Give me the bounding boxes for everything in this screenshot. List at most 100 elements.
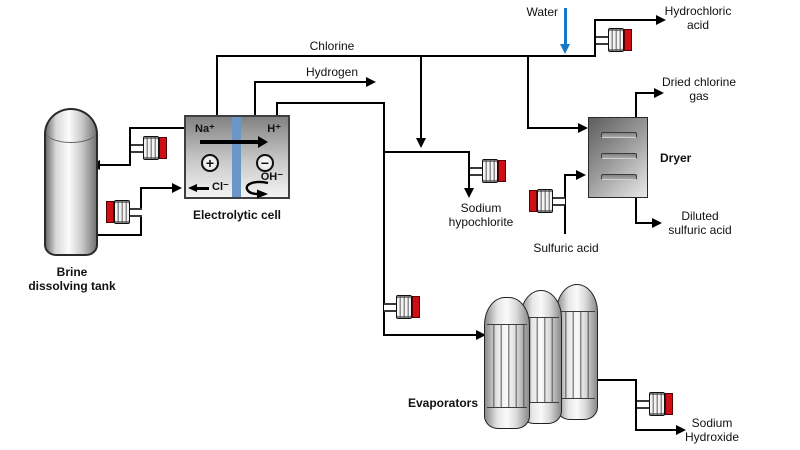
pipe-diluted-acid-drop: [635, 197, 637, 224]
pump-shaft: [637, 399, 649, 409]
hydroxide-curved-arrow-icon: [245, 180, 269, 199]
pump-cap: [106, 201, 114, 223]
water-label: Water: [526, 5, 558, 19]
flow-arrowhead-icon: [576, 170, 586, 180]
pipe-chlorine-to-dryer: [527, 56, 529, 129]
pipe-hydrogen: [254, 81, 368, 83]
pump-icon: [529, 189, 565, 213]
sulfuric-acid-label: Sulfuric acid: [533, 241, 599, 255]
pump-body: [114, 200, 130, 224]
pipe-evaporator-outlet: [594, 379, 637, 381]
pump-body: [537, 189, 553, 213]
chloride-arrowhead-icon: [188, 184, 197, 192]
dryer-vent-slot: [601, 132, 637, 138]
flow-arrowhead-icon: [654, 88, 664, 98]
pump-cap: [665, 393, 673, 415]
evaporator-cylinder: [556, 284, 598, 420]
pipe-brine-return-top: [129, 127, 184, 129]
hydrogen-label: Hydrogen: [305, 65, 359, 79]
chloride-arrow: [195, 187, 209, 190]
pump-cap: [412, 296, 420, 318]
hydrogen-ion-label: H⁺: [267, 123, 281, 135]
pipe-chlorine-to-hypochlorite: [420, 56, 422, 140]
dryer: [588, 117, 648, 198]
chlorine-label: Chlorine: [309, 39, 355, 53]
pump-icon: [384, 295, 420, 319]
pump-shaft: [596, 35, 608, 45]
water-arrowhead-icon: [560, 44, 570, 54]
electrolytic-cell: Na⁺ H⁺ + − Cl⁻ OH⁻: [184, 115, 290, 199]
pipe-water-inlet: [564, 8, 567, 46]
pump-body: [649, 392, 665, 416]
pipe-dryer-feed: [527, 127, 580, 129]
pump-shaft: [131, 143, 143, 153]
pipe-brine-return: [99, 164, 130, 166]
flow-arrowhead-icon: [652, 218, 662, 228]
pipe-hcl-riser: [594, 19, 596, 57]
chloride-ion-label: Cl⁻: [212, 181, 229, 193]
pump-shaft: [553, 196, 565, 206]
cathode-minus-icon: −: [256, 154, 274, 172]
pipe-hcl: [594, 19, 658, 21]
ion-flow-arrow: [200, 140, 258, 144]
pump-cap: [624, 29, 632, 51]
pipe-cell-outlet-riser: [276, 103, 278, 116]
evaporator-ribs: [559, 311, 595, 399]
pump-icon: [106, 200, 142, 224]
pipe-naoh-drop: [635, 379, 637, 431]
anode-plus-icon: +: [201, 154, 219, 172]
pipe-evaporator-feed: [383, 334, 478, 336]
dryer-vent-slot: [601, 174, 637, 180]
pipe-caustic-main: [383, 102, 385, 336]
evaporators-label: Evaporators: [407, 396, 479, 410]
flow-arrowhead-icon: [656, 15, 666, 25]
pipe-cell-outlet: [276, 102, 385, 104]
evaporator-ribs: [487, 324, 527, 408]
pipe-chlorine-header: [216, 55, 596, 57]
flow-arrowhead-icon: [172, 183, 182, 193]
pipe-brine-return-drop: [129, 127, 131, 166]
pipe-naoh: [635, 429, 678, 431]
pipe-chlorine-riser: [216, 56, 218, 116]
flow-arrowhead-icon: [366, 77, 376, 87]
pump-icon: [596, 28, 632, 52]
ion-flow-arrowhead-icon: [258, 136, 268, 148]
pump-body: [608, 28, 624, 52]
pump-cap: [498, 160, 506, 182]
pipe-dried-gas-riser: [635, 92, 637, 118]
pipe-sulfuric: [564, 174, 578, 176]
pump-cap: [159, 137, 167, 159]
membrane-divider: [232, 117, 241, 197]
pipe-hypochlorite-drop: [468, 151, 470, 189]
pipe-hydrogen-riser: [254, 82, 256, 116]
flow-arrowhead-icon: [416, 138, 426, 148]
hydroxide-ion-label: OH⁻: [260, 171, 283, 183]
pump-cap: [529, 190, 537, 212]
pump-body: [396, 295, 412, 319]
evaporator-cylinder: [484, 297, 530, 429]
pipe-diluted-acid: [635, 222, 654, 224]
tank-seam: [45, 120, 97, 143]
flow-arrowhead-icon: [578, 123, 588, 133]
pipe-brine-feed-bottom: [96, 234, 142, 236]
pump-icon: [131, 136, 167, 160]
flow-arrowhead-icon: [676, 425, 686, 435]
pump-body: [482, 159, 498, 183]
pump-icon: [470, 159, 506, 183]
flow-arrowhead-icon: [464, 188, 474, 198]
pipe-dried-gas: [635, 92, 656, 94]
pump-shaft: [470, 166, 482, 176]
pipe-sulfuric-riser: [564, 174, 566, 234]
sodium-ion-label: Na⁺: [195, 123, 215, 135]
flow-arrowhead-icon: [476, 330, 486, 340]
pump-icon: [637, 392, 673, 416]
electrolytic-cell-label: Electrolytic cell: [192, 208, 282, 222]
pump-shaft: [384, 302, 396, 312]
